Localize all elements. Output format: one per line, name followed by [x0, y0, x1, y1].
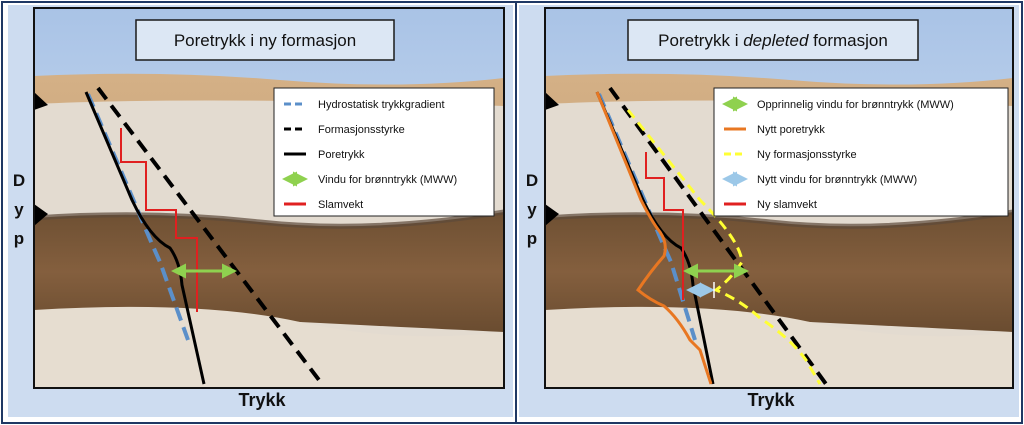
left-depth-p: p: [14, 229, 24, 248]
left-legend-pore-label: Poretrykk: [318, 149, 365, 161]
right-legend-orig-mww-label: Opprinnelig vindu for brønntrykk (MWW): [757, 99, 954, 111]
left-legend-mud-label: Slamvekt: [318, 199, 363, 211]
right-depth-d: D: [526, 171, 538, 190]
left-panel: Poretrykk i ny formasjon D y p Trykk Hyd…: [8, 5, 513, 417]
left-legend-hydro-label: Hydrostatisk trykkgradient: [318, 99, 445, 111]
right-legend-new-mww-label: Nytt vindu for brønntrykk (MWW): [757, 174, 917, 186]
left-x-label: Trykk: [238, 390, 286, 410]
right-title-part-1: Poretrykk i: [658, 31, 743, 50]
left-legend-mww-label: Vindu for brønntrykk (MWW): [318, 174, 457, 186]
right-title: Poretrykk i depleted formasjon: [658, 31, 888, 50]
right-legend-new-formation-label: Ny formasjonsstyrke: [757, 149, 857, 161]
right-title-part-2: depleted: [743, 31, 809, 50]
right-depth-p: p: [527, 229, 537, 248]
right-legend-new-pore-label: Nytt poretrykk: [757, 124, 825, 136]
left-depth-y: y: [14, 200, 24, 219]
left-title: Poretrykk i ny formasjon: [174, 31, 356, 50]
right-legend-new-mud-label: Ny slamvekt: [757, 199, 817, 211]
left-legend-formation-label: Formasjonsstyrke: [318, 124, 405, 136]
right-depth-y: y: [527, 200, 537, 219]
right-x-label: Trykk: [747, 390, 795, 410]
right-title-part-3: formasjon: [808, 31, 887, 50]
left-depth-d: D: [13, 171, 25, 190]
right-panel: Poretrykk i depleted formasjon D y p Try…: [519, 5, 1019, 417]
